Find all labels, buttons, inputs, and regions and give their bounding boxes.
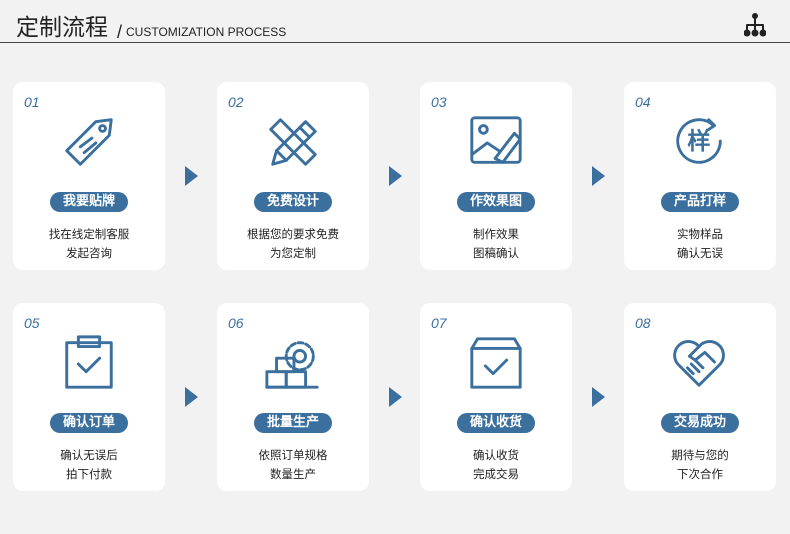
sample-icon: 样 xyxy=(676,118,722,164)
desc-line-1: 根据您的要求免费 xyxy=(247,227,339,241)
svg-text:样: 样 xyxy=(687,128,710,155)
desc-line-1: 确认无误后 xyxy=(60,448,118,462)
step-number: 05 xyxy=(24,315,40,331)
step-description: 期待与您的下次合作 xyxy=(624,446,776,484)
step-card-05: 05 确认订单 确认无误后拍下付款 xyxy=(13,303,165,491)
desc-line-2: 完成交易 xyxy=(473,467,519,481)
step-label: 免费设计 xyxy=(254,192,332,212)
step-number: 02 xyxy=(228,94,244,110)
step-label: 交易成功 xyxy=(661,413,739,433)
step-description: 根据您的要求免费为您定制 xyxy=(217,225,369,263)
page-title: 定制流程 xyxy=(16,15,108,41)
step-number: 04 xyxy=(635,94,651,110)
desc-line-2: 发起咨询 xyxy=(66,246,112,260)
arrow-right-icon xyxy=(389,387,402,407)
step-card-03: 03 作效果图 制作效果图稿确认 xyxy=(420,82,572,270)
box-check-icon xyxy=(470,337,522,389)
desc-line-1: 找在线定制客服 xyxy=(48,227,130,241)
desc-line-1: 确认收货 xyxy=(473,448,519,462)
step-description: 确认收货完成交易 xyxy=(420,446,572,484)
step-description: 找在线定制客服发起咨询 xyxy=(13,225,165,263)
clipboard-check-icon xyxy=(65,335,113,389)
step-description: 依照订单规格数量生产 xyxy=(217,446,369,484)
separator: / xyxy=(117,22,123,42)
arrow-right-icon xyxy=(389,166,402,186)
handshake-heart-icon xyxy=(673,340,725,387)
step-number: 01 xyxy=(24,94,40,110)
step-card-02: 02 免费设计 根据您的要求免费为您定制 xyxy=(217,82,369,270)
header: 定制流程 /CUSTOMIZATION PROCESS xyxy=(0,0,790,43)
arrow-right-icon xyxy=(185,166,198,186)
step-number: 07 xyxy=(431,315,447,331)
step-label: 确认收货 xyxy=(457,413,535,433)
desc-line-1: 期待与您的 xyxy=(671,448,729,462)
desc-line-1: 制作效果 xyxy=(473,227,519,241)
pencil-ruler-icon xyxy=(269,118,317,166)
desc-line-1: 实物样品 xyxy=(677,227,723,241)
desc-line-2: 数量生产 xyxy=(270,467,316,481)
step-card-08: 08 交易成功 期待与您的下次合作 xyxy=(624,303,776,491)
sitemap-icon xyxy=(744,13,766,37)
factory-gear-icon xyxy=(265,341,319,389)
step-label: 我要贴牌 xyxy=(50,192,128,212)
step-label: 产品打样 xyxy=(661,192,739,212)
step-card-04: 04 样 产品打样 实物样品确认无误 xyxy=(624,82,776,270)
page-subtitle: /CUSTOMIZATION PROCESS xyxy=(117,20,287,42)
step-description: 确认无误后拍下付款 xyxy=(13,446,165,484)
desc-line-2: 为您定制 xyxy=(270,246,316,260)
step-number: 08 xyxy=(635,315,651,331)
desc-line-1: 依照订单规格 xyxy=(258,448,328,462)
image-edit-icon xyxy=(470,116,522,164)
subtitle-text: CUSTOMIZATION PROCESS xyxy=(126,25,287,39)
step-card-01: 01 我要贴牌 找在线定制客服发起咨询 xyxy=(13,82,165,270)
arrow-right-icon xyxy=(592,387,605,407)
desc-line-2: 图稿确认 xyxy=(473,246,519,260)
desc-line-2: 确认无误 xyxy=(677,246,723,260)
step-number: 03 xyxy=(431,94,447,110)
step-number: 06 xyxy=(228,315,244,331)
step-card-07: 07 确认收货 确认收货完成交易 xyxy=(420,303,572,491)
arrow-right-icon xyxy=(592,166,605,186)
step-card-06: 06 批量生产 依照订单规格数量生产 xyxy=(217,303,369,491)
desc-line-2: 下次合作 xyxy=(677,467,723,481)
step-description: 实物样品确认无误 xyxy=(624,225,776,263)
step-description: 制作效果图稿确认 xyxy=(420,225,572,263)
step-label: 作效果图 xyxy=(457,192,535,212)
step-label: 确认订单 xyxy=(50,413,128,433)
tag-icon xyxy=(65,118,113,166)
step-label: 批量生产 xyxy=(254,413,332,433)
desc-line-2: 拍下付款 xyxy=(66,467,112,481)
arrow-right-icon xyxy=(185,387,198,407)
